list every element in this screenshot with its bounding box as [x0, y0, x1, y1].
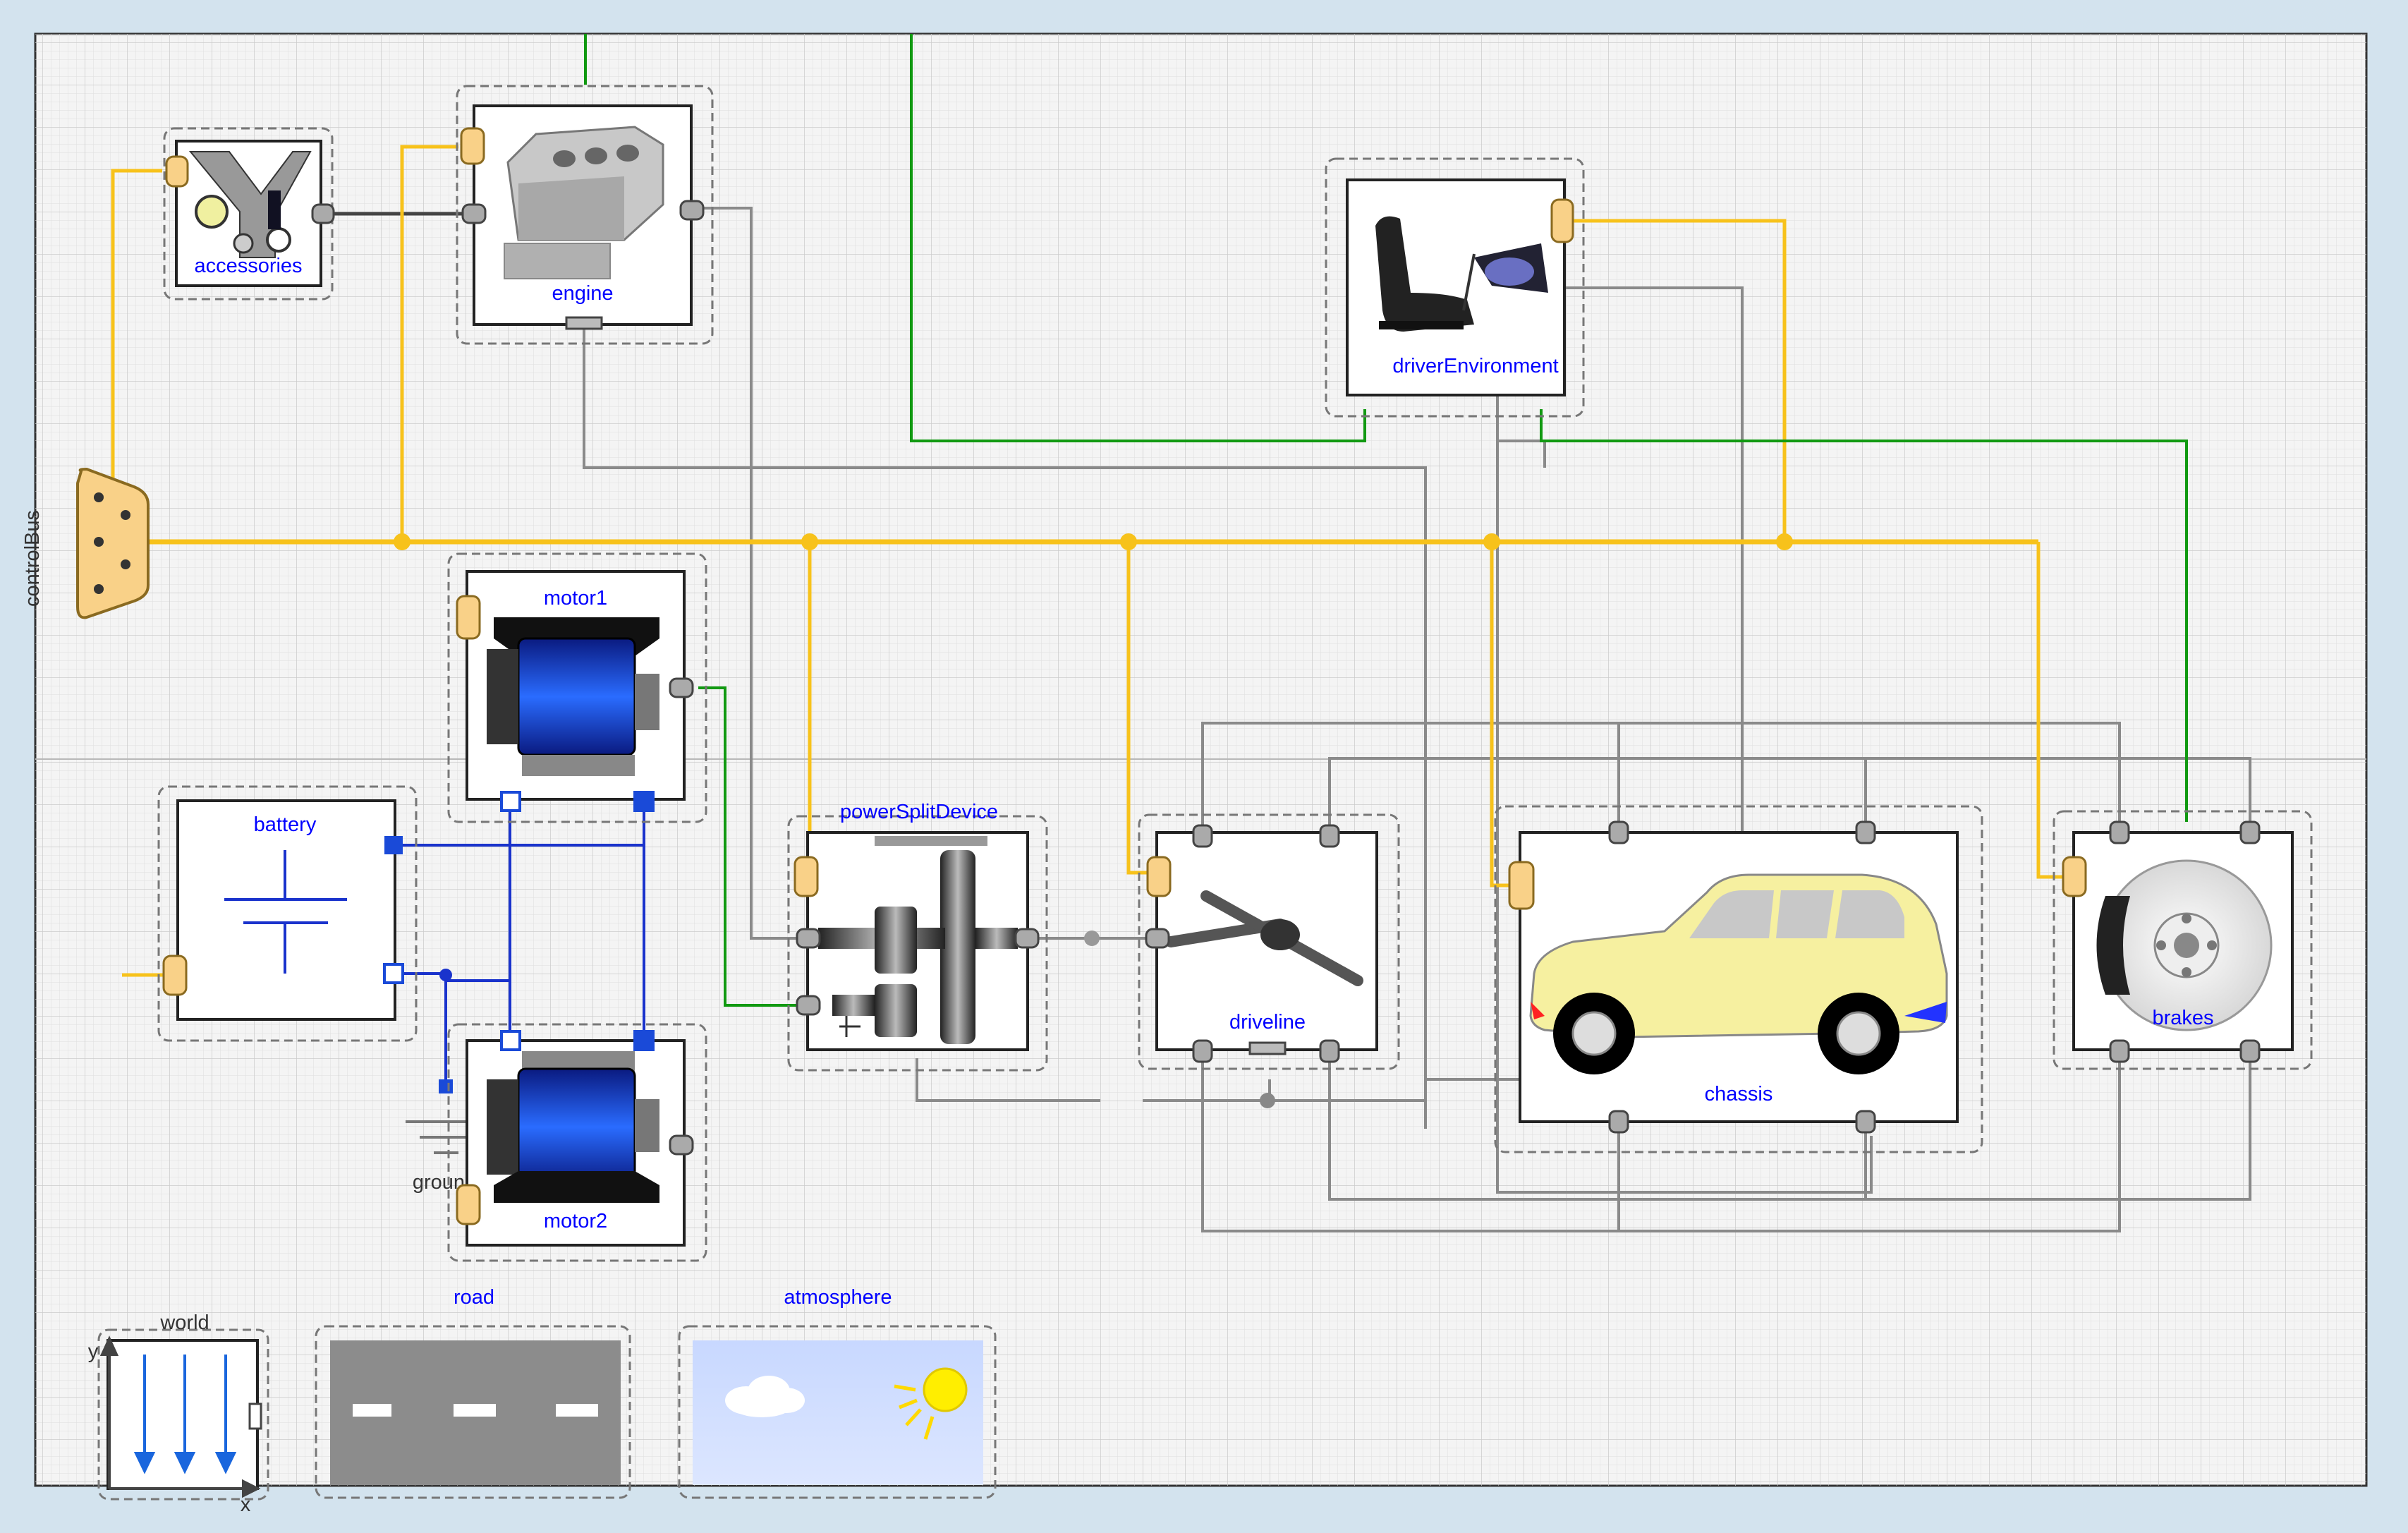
battery-label: battery — [254, 813, 317, 836]
chassis-port-fr[interactable] — [1855, 820, 1876, 844]
control-bus-connector[interactable]: controlBus — [21, 467, 150, 619]
battery-pin-p[interactable] — [384, 836, 403, 854]
brakes-block[interactable]: brakes — [2053, 810, 2313, 1070]
driveline-axle-rl[interactable] — [1192, 1039, 1213, 1063]
battery-pin-n[interactable] — [383, 963, 404, 984]
brakes-port-fr[interactable] — [2239, 820, 2261, 844]
accessories-block[interactable]: accessories — [163, 127, 335, 301]
psd-flange-ring[interactable] — [1014, 928, 1040, 949]
chassis-label: chassis — [1705, 1083, 1773, 1105]
motor1-bus-port[interactable] — [456, 595, 481, 640]
chassis-block[interactable]: chassis — [1494, 805, 1983, 1153]
accessories-label: accessories — [194, 255, 302, 277]
electrical-connections — [395, 801, 645, 1086]
driveline-block[interactable]: driveline — [1138, 813, 1400, 1070]
atmosphere-label: atmosphere — [784, 1286, 892, 1309]
motor2-label: motor2 — [544, 1210, 607, 1232]
engine-block[interactable]: engine — [456, 85, 714, 345]
control-bus-label: controlBus — [21, 510, 44, 607]
psd-bus-port[interactable] — [793, 856, 819, 897]
chassis-port-rl[interactable] — [1608, 1110, 1629, 1134]
green-connections — [584, 34, 2188, 1007]
engine-flange-right[interactable] — [679, 200, 705, 221]
atmosphere-block[interactable]: atmosphere — [678, 1286, 997, 1499]
brake-disc-icon — [2096, 859, 2273, 1031]
planetary-gear-icon — [818, 836, 1018, 1044]
road-label: road — [454, 1286, 494, 1309]
brakes-port-rl[interactable] — [2109, 1039, 2130, 1063]
engine-bus-port[interactable] — [460, 127, 485, 165]
motor2-flange[interactable] — [669, 1134, 694, 1156]
chassis-port-fl[interactable] — [1608, 820, 1629, 844]
engine-mount[interactable] — [565, 316, 603, 330]
driveline-axle-fl[interactable] — [1192, 824, 1213, 848]
axis-x-label: x — [241, 1493, 251, 1516]
chassis-port-rr[interactable] — [1855, 1110, 1876, 1134]
driver-environment-label: driverEnvironment — [1392, 355, 1558, 377]
engine-flange-left[interactable] — [461, 203, 487, 224]
driver-environment-block[interactable]: driverEnvironment — [1325, 157, 1585, 418]
battery-symbol-icon — [224, 850, 347, 974]
motor2-pin-n[interactable] — [500, 1030, 521, 1051]
motor2-bus-port[interactable] — [456, 1184, 481, 1225]
cloud-icon — [725, 1376, 805, 1417]
driveline-flange-in[interactable] — [1145, 928, 1170, 949]
battery-bus-port[interactable] — [162, 955, 188, 996]
gravity-arrows-icon — [133, 1355, 237, 1474]
brakes-label: brakes — [2152, 1007, 2213, 1029]
driveline-axle-fr[interactable] — [1319, 824, 1340, 848]
driveline-mount[interactable] — [1248, 1041, 1287, 1055]
motor2-block[interactable]: motor2 — [447, 1023, 707, 1262]
sun-icon — [894, 1367, 968, 1440]
power-split-device-block[interactable]: powerSplitDevice — [787, 801, 1048, 1072]
motor2-icon — [487, 1051, 659, 1203]
driveline-axle-rr[interactable] — [1319, 1039, 1340, 1063]
motor1-pin-n[interactable] — [500, 791, 521, 812]
brakes-bus-port[interactable] — [2062, 856, 2087, 897]
control-bus-connections — [111, 145, 2067, 977]
motor1-block[interactable]: motor1 — [447, 552, 707, 823]
world-block[interactable]: world y x — [88, 1311, 269, 1516]
accessories-flange[interactable] — [311, 203, 335, 224]
psd-flange-sun[interactable] — [796, 928, 821, 949]
engine-icon — [504, 126, 664, 279]
brakes-port-rr[interactable] — [2239, 1039, 2261, 1063]
axes-icon — [99, 1335, 261, 1498]
psd-label: powerSplitDevice — [840, 801, 998, 823]
driveline-shaft-icon — [1165, 890, 1363, 986]
car-icon — [1529, 873, 1948, 1074]
motor1-flange[interactable] — [669, 677, 694, 698]
psd-flange-carrier[interactable] — [796, 995, 821, 1016]
driver-seat-icon — [1375, 216, 1548, 332]
engine-label: engine — [552, 282, 613, 305]
brakes-port-fl[interactable] — [2109, 820, 2130, 844]
axis-y-label: y — [88, 1340, 99, 1363]
world-label: world — [159, 1311, 209, 1334]
driver-bus-port[interactable] — [1550, 198, 1574, 243]
accessories-bus-port[interactable] — [165, 155, 189, 188]
driveline-bus-port[interactable] — [1146, 856, 1172, 897]
chassis-bus-port[interactable] — [1508, 861, 1535, 910]
road-block[interactable]: road — [315, 1286, 631, 1499]
battery-block[interactable]: battery — [157, 785, 418, 1042]
motor2-pin-p[interactable] — [633, 1030, 655, 1051]
motor1-label: motor1 — [544, 587, 607, 610]
motor1-pin-p[interactable] — [633, 791, 655, 812]
driveline-label: driveline — [1229, 1011, 1306, 1034]
motor1-icon — [487, 617, 659, 776]
accessories-icon — [188, 151, 312, 258]
